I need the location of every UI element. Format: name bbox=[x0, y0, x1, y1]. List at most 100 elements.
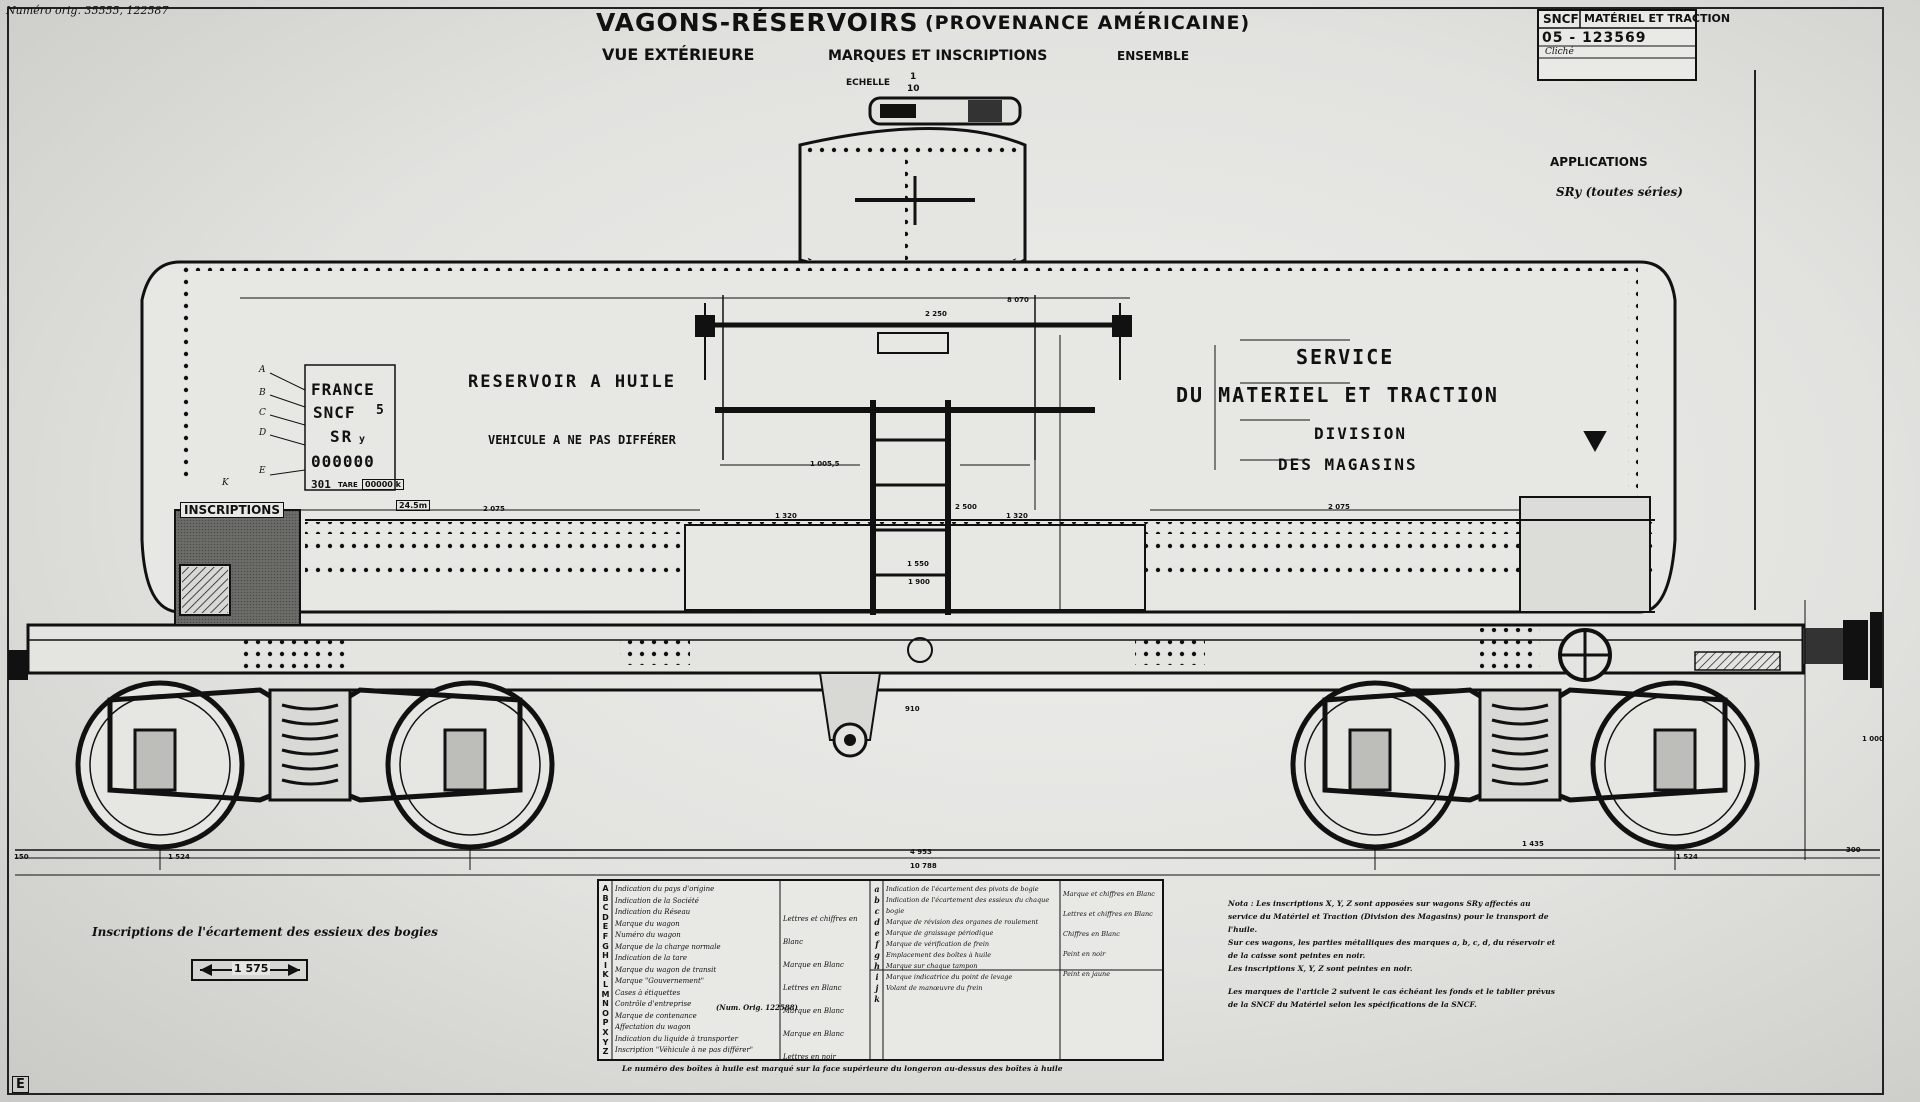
legend-row: Numéro du wagon bbox=[615, 931, 681, 939]
panel-tare-label: TARE bbox=[338, 481, 358, 489]
legend-row: Marque "Gouvernement" bbox=[615, 977, 704, 985]
legend-row: Indication du liquide à transporter bbox=[615, 1034, 739, 1043]
bogie-left bbox=[75, 680, 555, 850]
legend-note: Marque et chiffres en Blanc bbox=[1063, 890, 1155, 898]
panel-letter-a: A bbox=[259, 365, 266, 375]
dim-910: 910 bbox=[905, 705, 920, 713]
panel-sr-sub: y bbox=[359, 434, 368, 445]
legend-letter: Y bbox=[602, 1037, 609, 1047]
scale-numerator: 1 bbox=[910, 72, 917, 82]
legend-letters-left: A B C D E F G H I K L M N O P X Y Z bbox=[599, 884, 612, 1057]
title-line2-c: ENSEMBLE bbox=[1117, 49, 1190, 63]
legend-row: Marque de la charge normale bbox=[615, 942, 721, 951]
legend-letter: I bbox=[604, 960, 607, 970]
legend-letter: Z bbox=[602, 1047, 609, 1057]
dim-2075-left: 2 075 bbox=[483, 505, 505, 513]
dim-1320-a: 1 320 bbox=[775, 512, 797, 520]
legend-note: Marque en Blanc bbox=[783, 1030, 844, 1038]
dim-1550: 1 550 bbox=[907, 560, 929, 568]
legend-note: Lettres en Blanc bbox=[783, 984, 842, 992]
legend-note: Peint en jaune bbox=[1063, 970, 1111, 978]
tank-shell bbox=[140, 260, 1677, 614]
underframe bbox=[8, 612, 1882, 758]
legend-row: Indication du Réseau bbox=[615, 908, 691, 916]
legend-note: Lettres et chiffres en Blanc bbox=[783, 915, 858, 946]
scale-denominator: 10 bbox=[907, 84, 920, 94]
legend-row: Affectation du wagon bbox=[615, 1023, 691, 1031]
legend-row: Indication de l'écartement des essieux d… bbox=[886, 896, 1050, 915]
legend-row: Marque du wagon de transit bbox=[615, 965, 717, 974]
panel-side-digit: 5 bbox=[376, 403, 386, 418]
dim-1900: 1 900 bbox=[908, 578, 930, 586]
legend-letter: M bbox=[601, 989, 610, 999]
applications-value: SRy (toutes séries) bbox=[1556, 185, 1683, 199]
legend-rows-right: Indication de l'écartement des pivots de… bbox=[886, 884, 1058, 994]
legend-row: Emplacement des boîtes à huile bbox=[886, 951, 992, 959]
legend-letter: j bbox=[875, 983, 879, 993]
panel-position-code: 24.5m bbox=[396, 500, 431, 511]
dim-1005: 1 005,5 bbox=[810, 460, 840, 468]
legend-note: Peint en noir bbox=[1063, 950, 1106, 958]
legend-footer: Le numéro des boîtes à huile est marqué … bbox=[622, 1064, 1063, 1073]
panel-sr: SR bbox=[330, 427, 354, 446]
legend-letter: P bbox=[602, 1018, 609, 1028]
dim-300-right: 300 bbox=[1846, 846, 1861, 854]
legend-notes-left: Lettres et chiffres en Blanc Marque en B… bbox=[783, 908, 869, 1069]
legend-table-frame bbox=[597, 879, 1164, 1061]
inscription-service-4: DES MAGASINS bbox=[1278, 455, 1418, 474]
legend-row: Marque de contenance bbox=[615, 1011, 697, 1020]
gauge-arrow-box bbox=[191, 959, 308, 981]
legend-row: Indication du pays d'origine bbox=[615, 885, 715, 893]
dim-2075-right: 2 075 bbox=[1328, 503, 1350, 511]
bogie-right bbox=[1290, 680, 1760, 850]
corner-mark: E bbox=[12, 1076, 29, 1093]
dim-2500: 2 500 bbox=[955, 503, 977, 511]
legend-letter: g bbox=[874, 950, 880, 960]
legend-row: Marque sur chaque tampon bbox=[886, 962, 978, 970]
legend-note: Marque en Blanc bbox=[783, 961, 844, 969]
legend-rows-left: Indication du pays d'origine Indication … bbox=[615, 884, 778, 1057]
legend-letter: X bbox=[602, 1027, 609, 1037]
panel-france: FRANCE bbox=[311, 380, 375, 399]
gauge-note-value: 1 575 bbox=[232, 962, 271, 975]
legend-row: Marque du wagon bbox=[615, 919, 680, 928]
dim-1000: 1 000 bbox=[1862, 735, 1884, 743]
title-line2-b: MARQUES ET INSCRIPTIONS bbox=[828, 48, 1048, 64]
legend-letter: G bbox=[602, 941, 609, 951]
legend-letter: e bbox=[874, 928, 880, 938]
panel-letter-e: E bbox=[259, 466, 266, 476]
panel-letter-c: C bbox=[259, 408, 266, 418]
legend-row: Indication de la Société bbox=[615, 896, 699, 905]
legend-letter: K bbox=[602, 970, 609, 980]
right-note-3: Les inscriptions X, Y, Z sont peintes en… bbox=[1228, 964, 1413, 973]
panel-letter-b: B bbox=[259, 388, 266, 398]
dim-4953: 4 953 bbox=[910, 848, 932, 856]
inscription-vehicule: VEHICULE A NE PAS DIFFÉRER bbox=[488, 433, 676, 447]
legend-row: Cases à étiquettes bbox=[615, 988, 681, 997]
inscription-service-2: DU MATERIEL ET TRACTION bbox=[1176, 383, 1499, 407]
inscriptions-box-label: INSCRIPTIONS bbox=[180, 502, 284, 518]
title-block-number: 05 - 123569 bbox=[1542, 30, 1647, 46]
dim-2250: 2 250 bbox=[925, 310, 947, 318]
legend-letter: i bbox=[875, 972, 879, 982]
inscription-service-3: DIVISION bbox=[1314, 424, 1408, 443]
inscription-reservoir: RESERVOIR A HUILE bbox=[468, 372, 676, 392]
inscription-service-1: SERVICE bbox=[1296, 345, 1395, 369]
title-block-cliche: Cliché bbox=[1545, 47, 1574, 57]
legend-letters-right: a b c d e f g h i j k bbox=[871, 884, 883, 1005]
legend-letter: A bbox=[602, 884, 609, 893]
title-line1-paren: (PROVENANCE AMÉRICAINE) bbox=[925, 12, 1251, 34]
dim-8070: 8 070 bbox=[1007, 296, 1029, 304]
legend-letter: a bbox=[874, 884, 880, 894]
title-line1: VAGONS-RÉSERVOIRS bbox=[596, 8, 919, 37]
panel-number: 000000 bbox=[311, 452, 375, 471]
legend-letter: h bbox=[874, 961, 880, 971]
dim-1524-left: 1 524 bbox=[168, 853, 190, 861]
ladder bbox=[870, 400, 951, 615]
legend-note: Lettres en noir bbox=[783, 1053, 836, 1061]
right-note-4: Les marques de l'article 2 suivent le ca… bbox=[1228, 987, 1555, 1009]
legend-letter: E bbox=[602, 922, 609, 932]
scale-label: ECHELLE bbox=[846, 78, 891, 88]
